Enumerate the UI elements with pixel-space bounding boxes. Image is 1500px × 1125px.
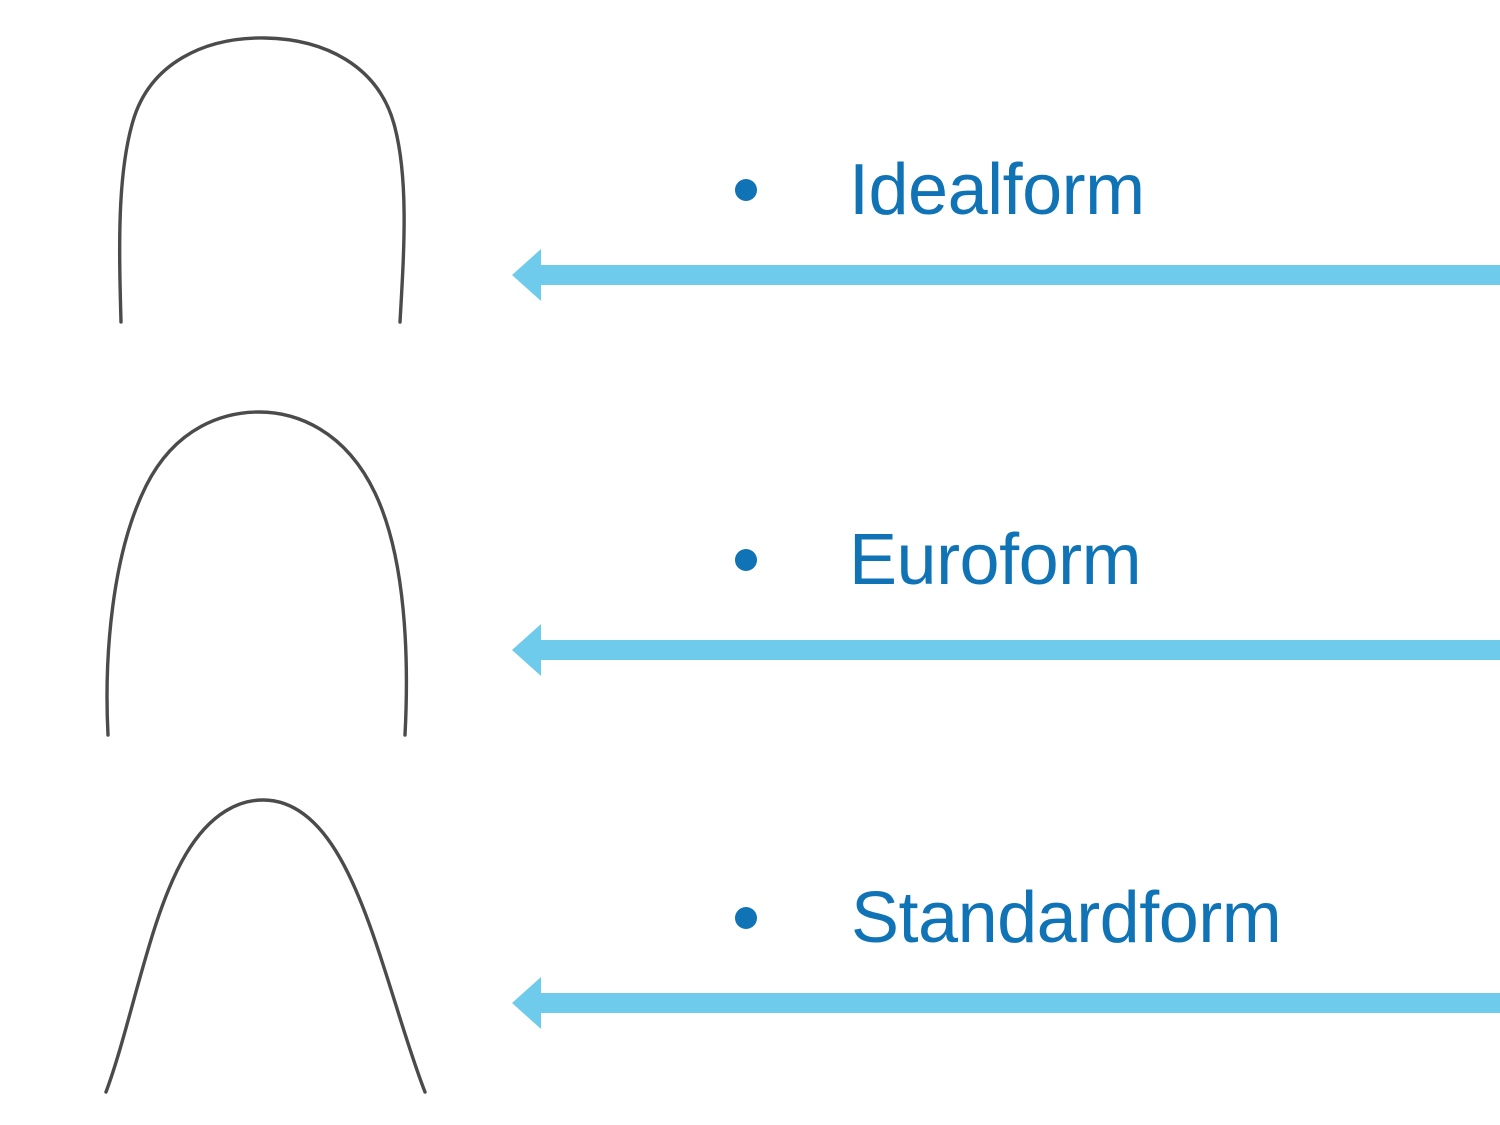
bullet-label-idealform: Idealform [849,150,1145,230]
bullet-item-euroform: Euroform [735,515,1142,605]
archwire-euroform-path [105,410,409,737]
arrow-left-euroform-svg [512,624,1500,676]
bullet-item-idealform: Idealform [735,145,1145,235]
arrow-left-euroform [505,620,1500,680]
archwire-standardform-svg [104,798,427,1094]
bullet-item-standardform: Standardform [735,873,1282,963]
archwire-euroform-figure [0,380,500,750]
archwire-idealform-figure [0,0,500,360]
bullet-dot-icon [735,549,757,571]
bullet-label-euroform: Euroform [849,520,1142,600]
arrow-left-standardform-shape [512,977,1500,1029]
arrow-left-idealform-svg [512,249,1500,301]
arrow-left-standardform [505,973,1500,1033]
bullet-dot-icon [735,179,757,201]
arrow-left-euroform-shape [512,624,1500,676]
archwire-idealform-svg [117,36,406,324]
arrow-left-idealform-shape [512,249,1500,301]
arrow-left-standardform-svg [512,977,1500,1029]
bullet-label-standardform: Standardform [851,878,1282,958]
archwire-standardform-path [104,798,427,1094]
bullet-dot-icon [735,907,757,929]
archwire-idealform-path [117,36,406,324]
archwire-euroform-svg [105,410,409,737]
archwire-standardform-figure [0,770,500,1125]
arrow-left-idealform [505,245,1500,305]
